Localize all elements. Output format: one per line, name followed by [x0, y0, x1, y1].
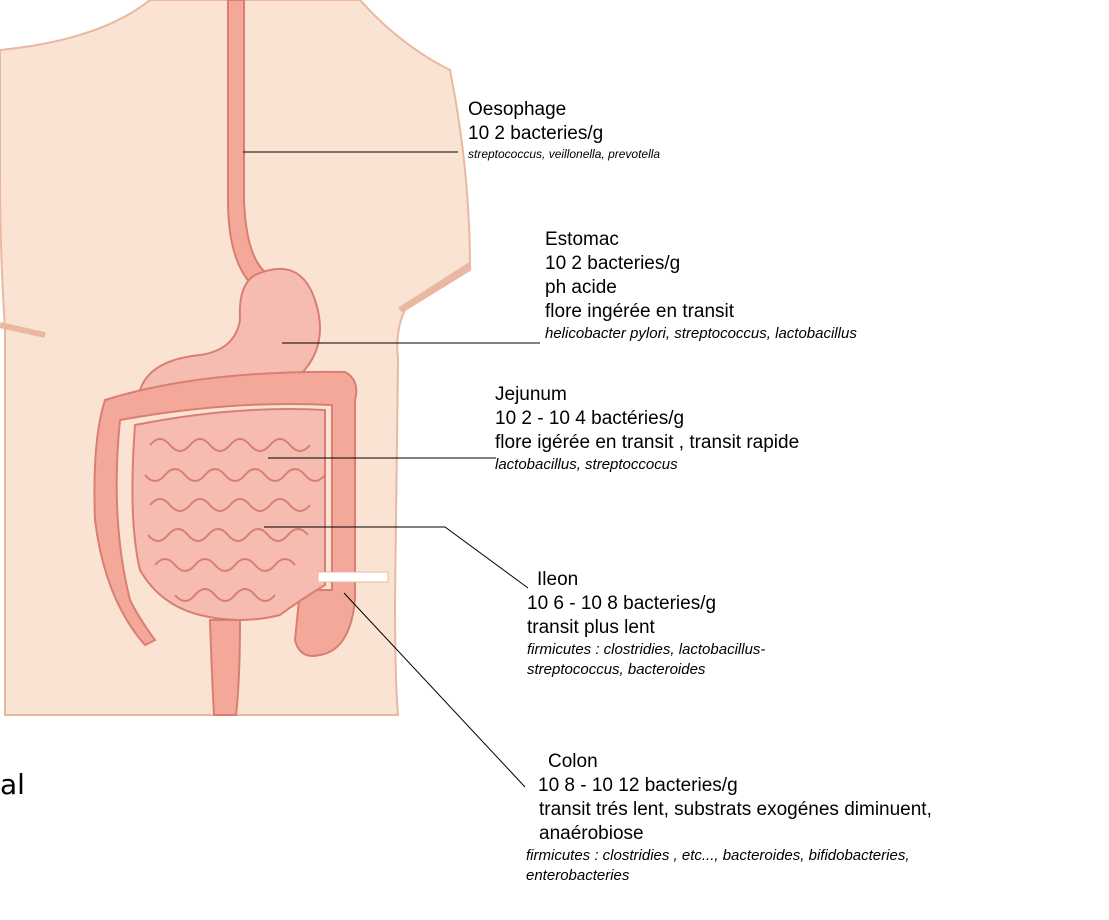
ileon-flora-line2: streptococcus, bacteroides [527, 660, 765, 680]
ileon-label: Ileon 10 6 - 10 8 bacteries/g transit pl… [527, 568, 765, 680]
oesophage-count: 10 2 bacteries/g [468, 122, 660, 146]
jejunum-flora: lactobacillus, streptoccocus [495, 455, 799, 475]
estomac-ph: ph acide [545, 276, 857, 300]
oesophage-label: Oesophage 10 2 bacteries/g streptococcus… [468, 98, 660, 162]
ileon-title: Ileon [527, 568, 765, 592]
estomac-count: 10 2 bacteries/g [545, 252, 857, 276]
estomac-title: Estomac [545, 228, 857, 252]
rectum-shape [210, 620, 240, 715]
oesophage-flora: streptococcus, veillonella, prevotella [468, 146, 660, 162]
small-intestine-shape [132, 409, 325, 620]
jejunum-count: 10 2 - 10 4 bactéries/g [495, 407, 799, 431]
estomac-flora: helicobacter pylori, streptococcus, lact… [545, 324, 857, 344]
colon-count: 10 8 - 10 12 bacteries/g [526, 774, 932, 798]
ileon-note: transit plus lent [527, 616, 765, 640]
colon-note: transit trés lent, substrats exogénes di… [526, 798, 932, 822]
estomac-note: flore ingérée en transit [545, 300, 857, 324]
colon-flora-line1: firmicutes : clostridies , etc..., bacte… [526, 846, 932, 866]
colon-flora-line2: enterobacteries [526, 866, 932, 886]
colon-band [318, 572, 388, 582]
jejunum-note: flore igérée en transit , transit rapide [495, 431, 799, 455]
colon-title: Colon [526, 750, 932, 774]
oesophage-title: Oesophage [468, 98, 660, 122]
cropped-side-text: al [0, 768, 25, 801]
colon-label: Colon 10 8 - 10 12 bacteries/g transit t… [526, 750, 932, 886]
jejunum-title: Jejunum [495, 383, 799, 407]
estomac-label: Estomac 10 2 bacteries/g ph acide flore … [545, 228, 857, 344]
jejunum-label: Jejunum 10 2 - 10 4 bactéries/g flore ig… [495, 383, 799, 475]
ileon-flora-line1: firmicutes : clostridies, lactobacillus- [527, 640, 765, 660]
colon-note2: anaérobiose [526, 822, 932, 846]
ileon-count: 10 6 - 10 8 bacteries/g [527, 592, 765, 616]
